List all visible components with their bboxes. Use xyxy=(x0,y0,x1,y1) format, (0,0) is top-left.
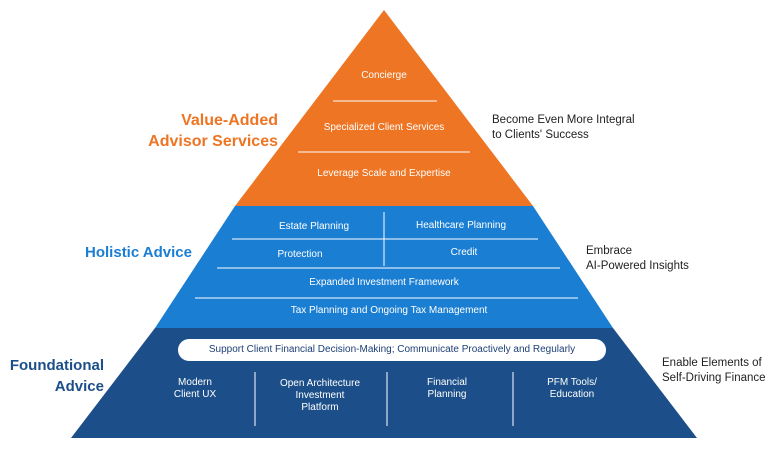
top-side-caption: Become Even More Integral to Clients' Su… xyxy=(492,113,662,143)
top-side-line1: Become Even More Integral xyxy=(492,114,635,126)
top-item-concierge: Concierge xyxy=(361,70,407,81)
bottom-col-client-ux: Modern Client UX xyxy=(150,377,240,401)
bottom-banner: Support Client Financial Decision-Making… xyxy=(178,339,606,361)
middle-side-caption: Embrace AI-Powered Insights xyxy=(586,244,716,274)
bottom-side-caption: Enable Elements of Self-Driving Finance xyxy=(662,356,768,386)
col2-line3: Platform xyxy=(301,402,339,413)
middle-healthcare-planning: Healthcare Planning xyxy=(415,220,507,231)
value-added-title-line1: Value-Added xyxy=(181,112,278,129)
top-side-line2: to Clients' Success xyxy=(492,129,589,141)
col4-line2: Education xyxy=(549,389,595,400)
col2-line2: Investment xyxy=(295,390,345,401)
foundational-title-line1: Foundational xyxy=(9,357,104,374)
pyramid-top-tier xyxy=(235,10,533,206)
bottom-col-pfm-tools: PFM Tools/ Education xyxy=(526,377,618,401)
col3-line2: Planning xyxy=(427,389,467,400)
holistic-advice-title: Holistic Advice xyxy=(85,244,192,261)
bottom-side-line2: Self-Driving Finance xyxy=(662,372,766,384)
foundational-advice-title: Foundational Advice xyxy=(0,355,104,397)
middle-estate-planning: Estate Planning xyxy=(278,221,350,232)
top-item-specialized: Specialized Client Services xyxy=(323,122,445,133)
middle-side-line2: AI-Powered Insights xyxy=(586,260,689,272)
col2-line1: Open Architecture xyxy=(279,378,361,389)
middle-investment-framework: Expanded Investment Framework xyxy=(309,277,459,288)
middle-protection: Protection xyxy=(277,249,323,260)
value-added-title-line2: Advisor Services xyxy=(148,133,278,150)
col3-line1: Financial xyxy=(426,377,468,388)
foundational-title-line2: Advice xyxy=(54,378,104,395)
value-added-title: Value-Added Advisor Services xyxy=(108,110,278,152)
bottom-col-financial-planning: Financial Planning xyxy=(402,377,492,401)
col4-line1: PFM Tools/ xyxy=(547,377,597,388)
bottom-col-open-architecture: Open Architecture Investment Platform xyxy=(260,378,380,414)
col1-line2: Client UX xyxy=(173,389,217,400)
bottom-side-line1: Enable Elements of xyxy=(662,357,762,369)
middle-tax-planning: Tax Planning and Ongoing Tax Management xyxy=(290,305,488,316)
col1-line1: Modern xyxy=(178,377,212,388)
middle-side-line1: Embrace xyxy=(586,245,633,257)
top-item-leverage: Leverage Scale and Expertise xyxy=(317,168,451,179)
middle-credit: Credit xyxy=(450,247,478,258)
